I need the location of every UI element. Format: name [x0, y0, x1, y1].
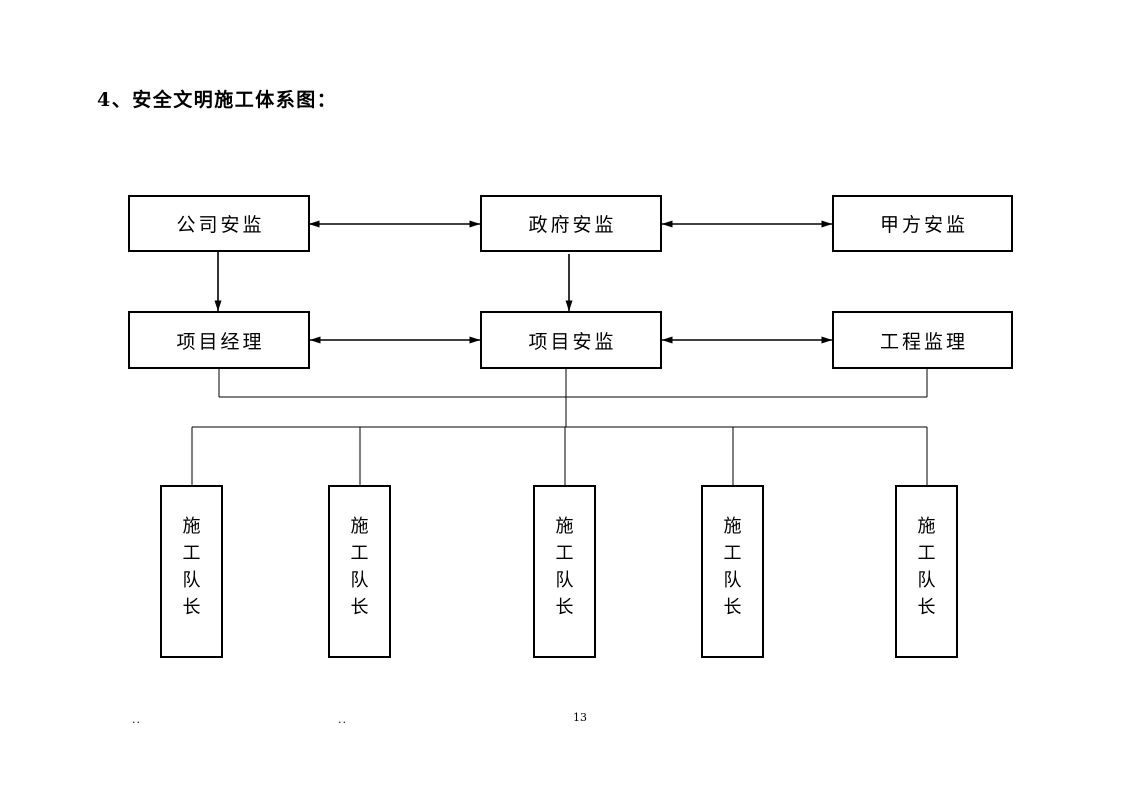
node-label: 施 工 队 长 — [917, 516, 936, 618]
node-engineering-supervision: 工程监理 — [832, 311, 1013, 369]
node-construction-leader-3: 施 工 队 长 — [533, 485, 596, 658]
node-construction-leader-4: 施 工 队 长 — [701, 485, 764, 658]
node-label: 政府安监 — [528, 214, 617, 236]
node-label: 施 工 队 长 — [182, 516, 201, 618]
node-label: 公司安监 — [176, 214, 265, 236]
page-number: 13 — [573, 711, 587, 724]
node-company-safety: 公司安监 — [128, 195, 310, 252]
node-label: 项目经理 — [176, 330, 265, 353]
node-construction-leader-2: 施 工 队 长 — [328, 485, 391, 658]
node-project-manager: 项目经理 — [128, 311, 310, 369]
node-government-safety: 政府安监 — [480, 195, 662, 252]
node-project-safety: 项目安监 — [480, 311, 662, 369]
node-label: 施 工 队 长 — [723, 516, 742, 618]
connector-upper-rail — [218, 369, 928, 398]
node-label: 施 工 队 长 — [555, 516, 574, 618]
connector-lower-rail — [191, 426, 928, 485]
node-construction-leader-5: 施 工 队 长 — [895, 485, 958, 658]
page-title: 4、安全文明施工体系图： — [97, 89, 338, 111]
node-label: 项目安监 — [528, 330, 617, 353]
node-label: 工程监理 — [879, 330, 968, 353]
node-label: 施 工 队 长 — [350, 516, 369, 618]
footer-mark-left: .. — [132, 713, 141, 726]
node-label: 甲方安监 — [879, 214, 968, 236]
node-construction-leader-1: 施 工 队 长 — [160, 485, 223, 658]
node-party-a-safety: 甲方安监 — [832, 195, 1013, 252]
footer-mark-center: .. — [338, 713, 347, 726]
